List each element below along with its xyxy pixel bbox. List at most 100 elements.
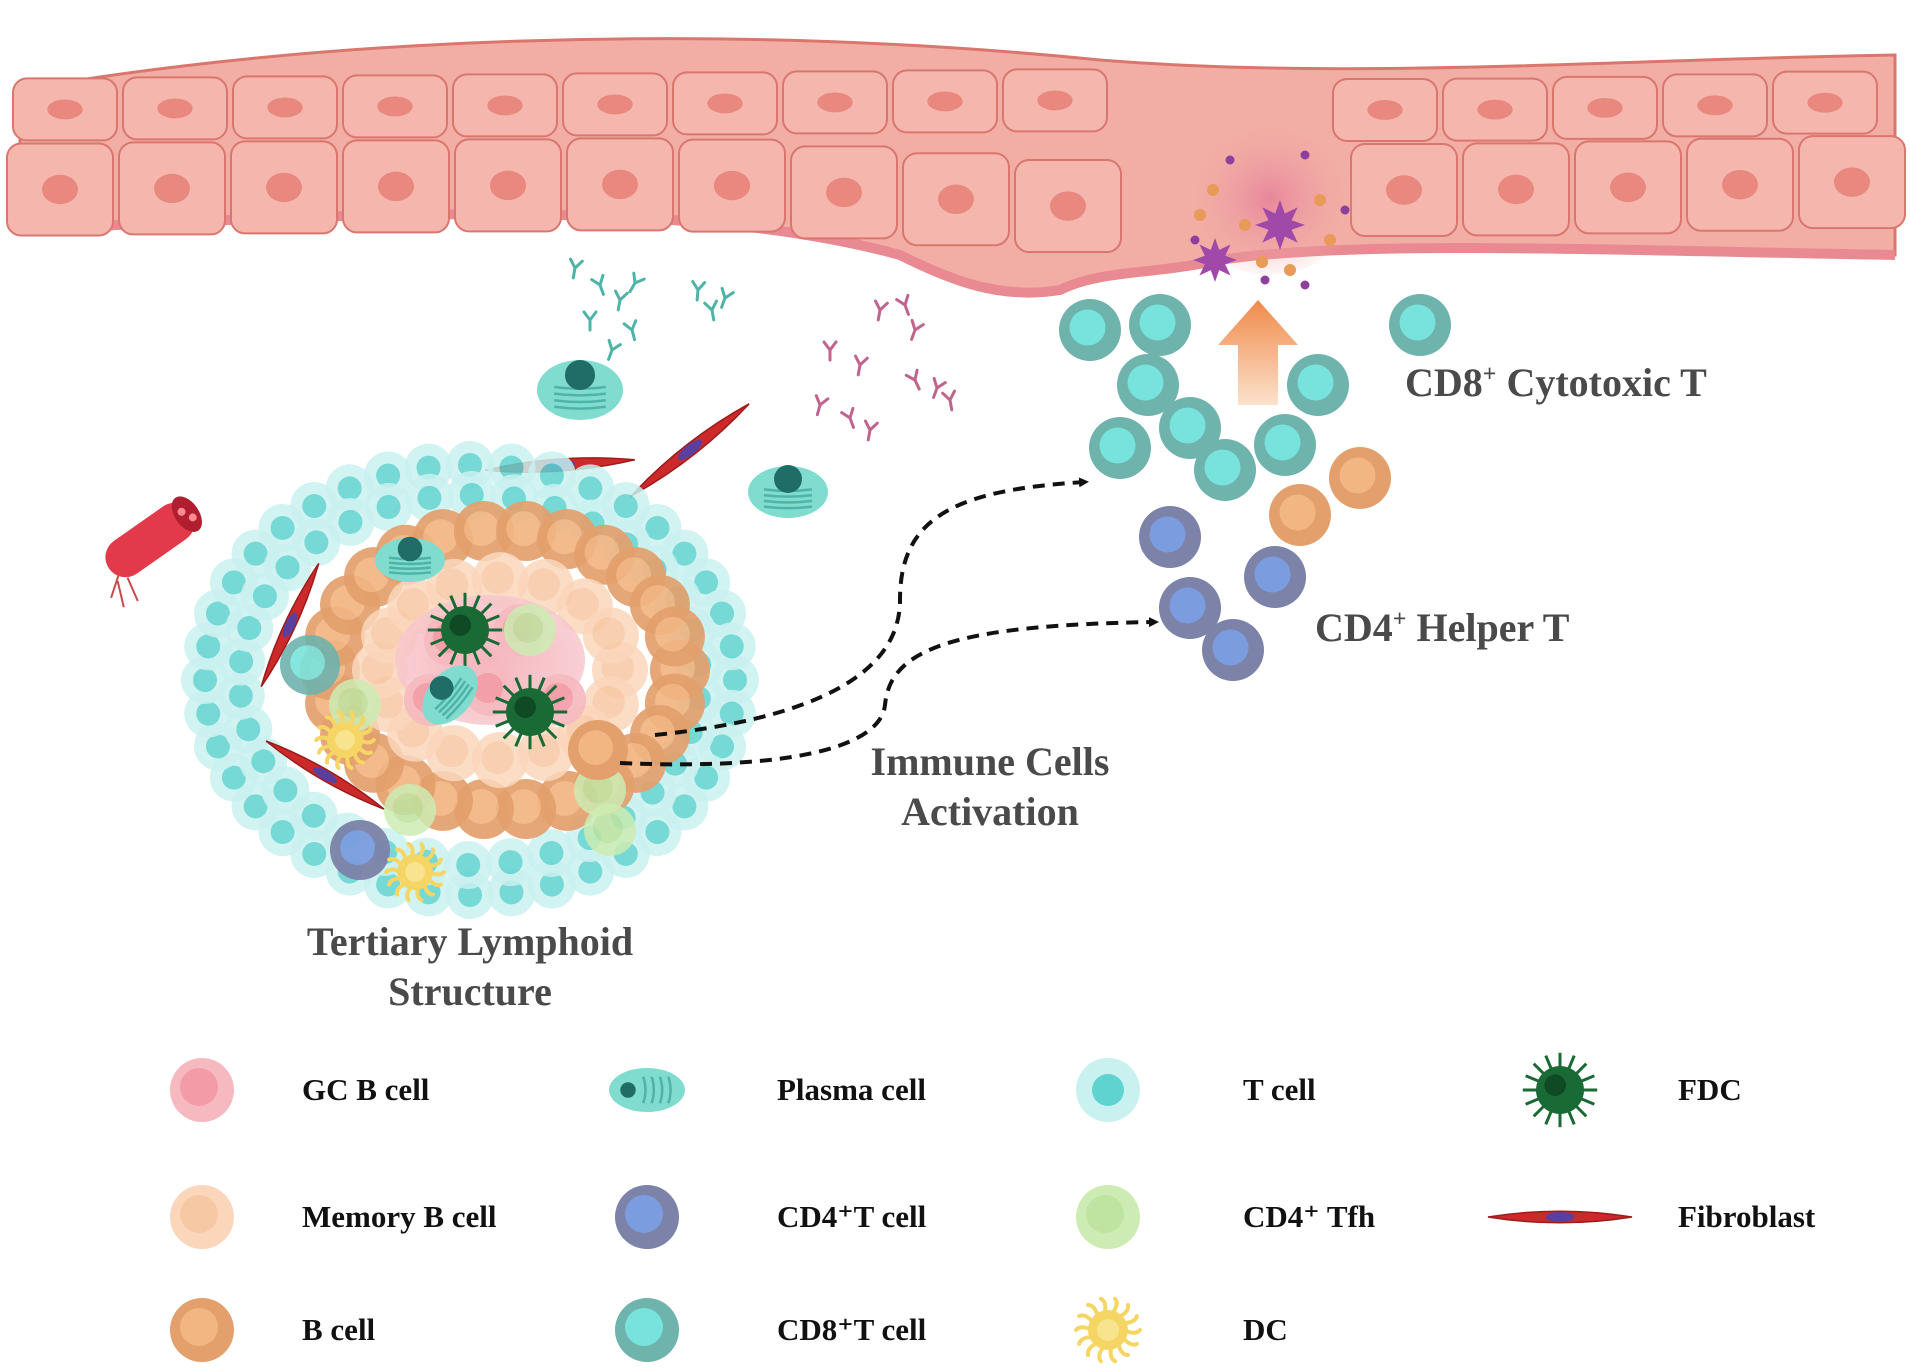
debris-dot — [1300, 150, 1310, 160]
epithelial-cell — [230, 140, 338, 235]
activation-arrow-cd4 — [619, 617, 1159, 767]
legend-label-memory-b-cell: Memory B cell — [302, 1199, 497, 1234]
debris-particle — [1284, 264, 1296, 276]
t-cell — [566, 847, 615, 896]
t-cell — [326, 497, 375, 546]
epithelial-cell — [902, 152, 1010, 247]
cd8-t-cell — [1089, 417, 1151, 479]
b-cell — [1329, 447, 1391, 509]
cd4-tfh — [329, 679, 381, 731]
epithelial-cell — [892, 69, 998, 134]
legend-label-t-cell: T cell — [1243, 1072, 1316, 1107]
t-cell — [290, 482, 339, 531]
antibody-icon — [840, 406, 855, 429]
memory-b-cell — [517, 725, 574, 782]
apoptotic-body-icon — [1255, 200, 1305, 250]
antibody-icon — [628, 271, 646, 294]
epithelial-cell — [1552, 75, 1658, 140]
antibodies — [568, 257, 957, 442]
antibody-icon — [582, 310, 598, 332]
debris-particle — [1194, 209, 1206, 221]
antibody-icon — [814, 394, 830, 417]
debris-particle — [1314, 194, 1326, 206]
cd4-tfh — [504, 604, 556, 656]
epithelial-cell — [1686, 137, 1794, 232]
fibroblast-icon — [630, 403, 750, 497]
b-cell-icon — [170, 1298, 234, 1362]
legend-label-b-cell: B cell — [302, 1312, 376, 1347]
legend-label-dc: DC — [1243, 1312, 1288, 1347]
immune-cells-activation-label: Immune Cells Activation — [840, 737, 1140, 837]
epithelial-cell — [1574, 140, 1682, 235]
tls-line-2: Structure — [388, 969, 552, 1014]
cd8-t-cell — [1159, 397, 1221, 459]
epithelial-cell — [1002, 68, 1108, 133]
activation-arrow-cd8 — [654, 477, 1089, 737]
epithelial-cell — [782, 70, 888, 135]
antibody-icon — [691, 280, 707, 302]
antibody-icon — [720, 286, 735, 309]
activation-line-1: Immune Cells — [870, 739, 1110, 784]
t-cell — [566, 464, 615, 513]
t-cell — [364, 482, 413, 531]
cd4-tfh — [584, 804, 636, 856]
memory-b-cell — [582, 607, 639, 664]
debris-particle — [1324, 234, 1336, 246]
t-cell-icon — [1076, 1058, 1140, 1122]
fibroblast-icon — [260, 562, 320, 688]
apoptotic-body-icon — [1193, 238, 1237, 282]
legend-label-cd8-t-cell: CD8⁺T cell — [777, 1312, 927, 1347]
antibody-icon — [703, 299, 719, 322]
plasma-cell-icon — [375, 536, 445, 582]
cd8-t-cell — [280, 635, 340, 695]
epithelial-cell — [122, 76, 228, 141]
b-cell — [453, 501, 514, 562]
b-cell — [568, 720, 628, 780]
antibody-icon — [568, 257, 584, 280]
legend-label-cd4-tfh: CD4⁺ Tfh — [1243, 1199, 1376, 1234]
cd4-t-cell — [330, 820, 390, 880]
cd8-t-cell — [1194, 439, 1256, 501]
plasma-cell-icon — [609, 1068, 685, 1112]
gc-b-cell-icon — [170, 1058, 234, 1122]
epithelial-cell — [342, 74, 448, 139]
cd8-t-cell — [1254, 414, 1316, 476]
antibody-icon — [622, 319, 638, 342]
debris-dot — [1300, 280, 1310, 290]
t-cell — [216, 671, 265, 720]
epithelium — [6, 37, 1906, 298]
b-cell — [644, 606, 705, 667]
epithelial-cell — [1798, 135, 1906, 230]
antibody-icon — [873, 299, 889, 322]
epithelial-cell — [566, 137, 674, 232]
debris-particle — [1256, 256, 1268, 268]
memory-b-cell — [472, 732, 528, 788]
b-cell — [496, 778, 557, 839]
cd8-cytotoxic-t-label: CD8+ Cytotoxic T — [1405, 360, 1707, 405]
fdc-icon — [427, 592, 503, 668]
debris-particle — [1239, 219, 1251, 231]
antibody-icon — [941, 389, 957, 412]
cd8-t-cell — [1117, 354, 1179, 416]
blood-vessel-icon — [105, 496, 202, 608]
t-cell — [444, 840, 493, 889]
cd8-t-cell — [1287, 354, 1349, 416]
legend-label-gc-b-cell: GC B cell — [302, 1072, 430, 1107]
epithelial-cell — [452, 73, 558, 138]
legend-label-fdc: FDC — [1678, 1072, 1742, 1107]
dc-icon — [384, 841, 446, 903]
epithelial-cell — [1462, 142, 1570, 237]
activation-line-2: Activation — [901, 789, 1079, 834]
epithelial-cell — [790, 145, 898, 240]
epithelial-cell — [1662, 73, 1768, 138]
dc-icon — [1074, 1296, 1142, 1364]
cd4-helper-t-label: CD4+ Helper T — [1315, 605, 1570, 650]
fibroblast-icon — [265, 740, 385, 810]
antibody-icon — [853, 354, 869, 377]
migration-arrow-icon — [1218, 300, 1298, 405]
cd8-t-cell — [1059, 299, 1121, 361]
cd8-t-cell-icon — [615, 1298, 679, 1362]
epithelial-cell — [562, 72, 668, 137]
antibody-icon — [910, 318, 925, 341]
